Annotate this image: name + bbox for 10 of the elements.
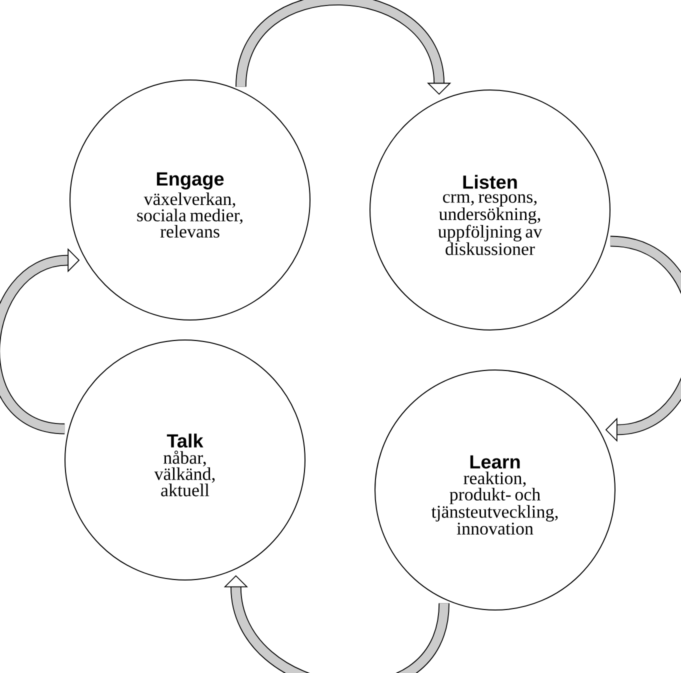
node-text: Learn reaktion, produkt- och tjänsteutveckling, innovation xyxy=(431,455,558,535)
curved-arrow xyxy=(236,0,452,95)
circle-node xyxy=(64,340,306,580)
circle-node xyxy=(370,90,610,330)
circle-node xyxy=(70,80,310,320)
curved-arrow xyxy=(224,575,450,673)
node-text: Engage växelverkan, sociala medier, relevans xyxy=(137,172,242,238)
node-text: Talk nåbar, välkänd, aktuell xyxy=(154,434,215,496)
circle-node xyxy=(374,370,616,610)
node-text: Listen crm, respons, undersökning, uppföljning av diskussioner xyxy=(438,174,542,256)
